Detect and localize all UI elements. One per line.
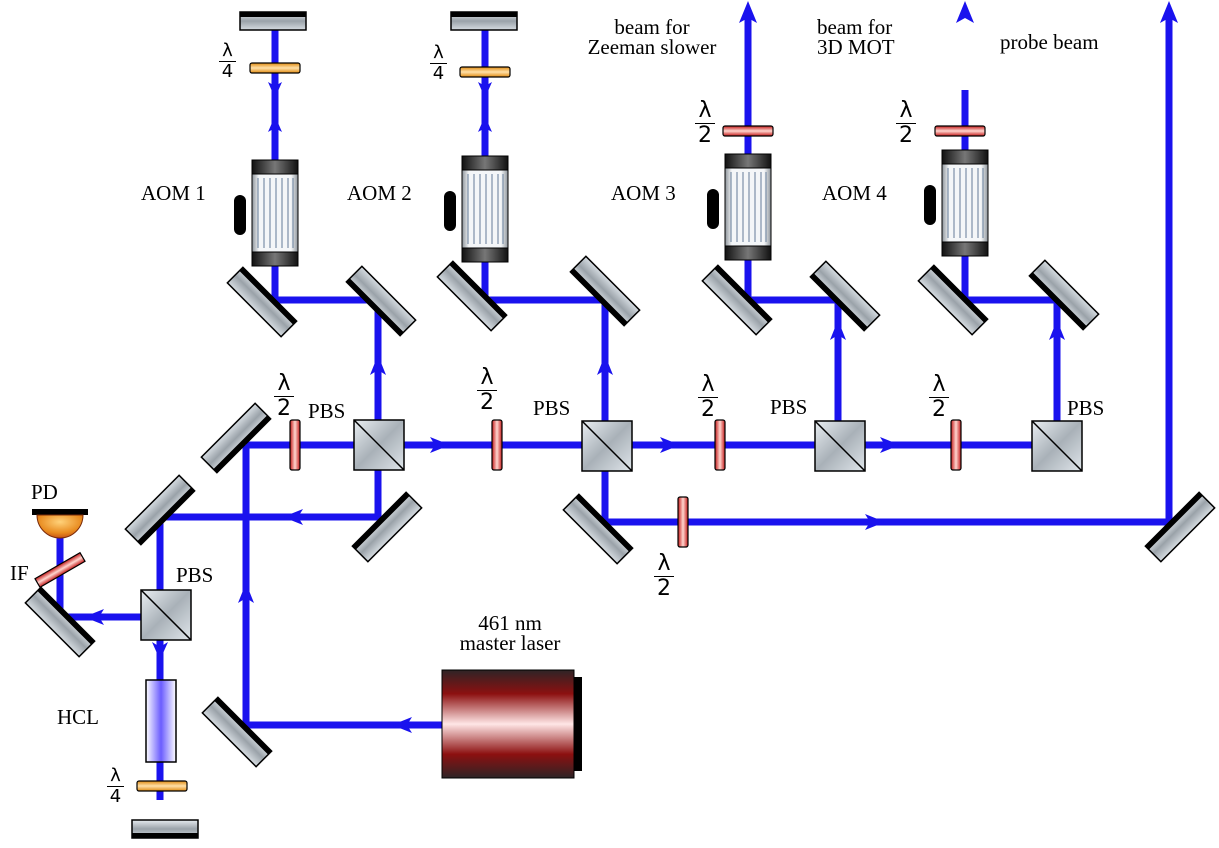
if-label: IF — [10, 561, 29, 585]
mirror — [200, 402, 272, 474]
aom4-label: AOM 4 — [822, 181, 887, 205]
arrow-up — [830, 320, 846, 340]
half-wave-plate — [289, 419, 301, 471]
arrow-left — [392, 717, 412, 733]
half-wave-plate — [934, 125, 986, 137]
pbs-label: PBS — [533, 396, 571, 420]
pbs-cubes — [140, 419, 1083, 641]
aom-3 — [707, 153, 772, 261]
end-mirror — [131, 819, 199, 839]
arrow-right — [865, 514, 885, 530]
mirror — [351, 491, 423, 563]
arrow-left — [84, 609, 104, 625]
aom1-label: AOM 1 — [141, 181, 206, 205]
quarter-wave-plate — [136, 780, 188, 792]
arrow-up — [956, 1, 974, 23]
half-wave-plate — [950, 419, 962, 471]
mirror — [436, 260, 508, 332]
probe-beam-label: probe beam — [1000, 30, 1099, 54]
arrow-up — [478, 116, 492, 132]
beam-arrows — [84, 1, 1178, 733]
mirror — [226, 266, 298, 338]
mirror — [1028, 259, 1100, 331]
interference-filter — [34, 551, 86, 589]
master-laser — [441, 669, 582, 779]
arrow-up — [739, 1, 757, 23]
pbs-label: PBS — [176, 563, 214, 587]
mirror — [345, 265, 417, 337]
aoms — [234, 149, 989, 267]
mirror — [1144, 491, 1216, 563]
arrow-up — [1049, 320, 1065, 340]
quarter-wave-plate — [459, 66, 511, 78]
arrow-right — [430, 437, 450, 453]
beam-probe — [601, 10, 1173, 526]
arrow-down — [478, 82, 492, 98]
mirror — [201, 696, 273, 768]
beam-laser-to-mirror — [242, 445, 442, 729]
mirror — [569, 255, 641, 327]
aom-4 — [924, 149, 989, 257]
half-wave-plate — [714, 419, 726, 471]
mirror — [562, 493, 634, 565]
arrow-up — [1160, 1, 1178, 23]
mirrors — [24, 255, 1216, 768]
arrow-up — [238, 583, 254, 603]
pbs-cube — [581, 420, 633, 472]
mirror — [809, 260, 881, 332]
arrow-down — [268, 82, 282, 98]
half-wave-plate — [677, 496, 689, 548]
aom-1 — [234, 159, 299, 267]
arrow-up — [268, 116, 282, 132]
aom2-label: AOM 2 — [347, 181, 412, 205]
photodiode — [32, 509, 88, 539]
pd-label: PD — [31, 480, 58, 504]
mirror — [917, 264, 989, 336]
quarter-wave-plate — [249, 62, 301, 74]
half-wave-plate — [722, 125, 774, 137]
mirror — [24, 586, 96, 658]
beam-reference — [156, 445, 382, 800]
mirror — [701, 264, 773, 336]
arrow-up — [597, 355, 613, 375]
arrow-right — [660, 437, 680, 453]
arrow-up — [370, 355, 386, 375]
aom3-label: AOM 3 — [611, 181, 676, 205]
laser-beams — [56, 10, 1173, 800]
hcl-label: HCL — [57, 705, 99, 729]
mirror — [124, 474, 196, 546]
end-mirrors — [131, 11, 518, 839]
end-mirror — [450, 11, 518, 31]
end-mirror — [239, 11, 307, 31]
zeeman-beam-label: beam for Zeeman slower — [587, 15, 717, 59]
pbs-cube — [1031, 420, 1083, 472]
pbs-label: PBS — [1067, 396, 1105, 420]
hollow-cathode-lamp — [145, 679, 177, 763]
pbs-cube — [140, 589, 192, 641]
pbs-label: PBS — [308, 399, 346, 423]
aom-2 — [444, 155, 509, 263]
arrow-left — [283, 509, 303, 525]
pbs-cube — [353, 419, 405, 471]
arrow-right — [880, 437, 900, 453]
arrow-down — [152, 642, 168, 660]
half-wave-plate — [491, 419, 503, 471]
waveplates — [136, 62, 986, 792]
mot-beam-label: beam for 3D MOT — [817, 15, 895, 59]
master-laser-label: 461 nm master laser — [459, 611, 561, 655]
pbs-cube — [814, 420, 866, 472]
pbs-label: PBS — [770, 395, 808, 419]
